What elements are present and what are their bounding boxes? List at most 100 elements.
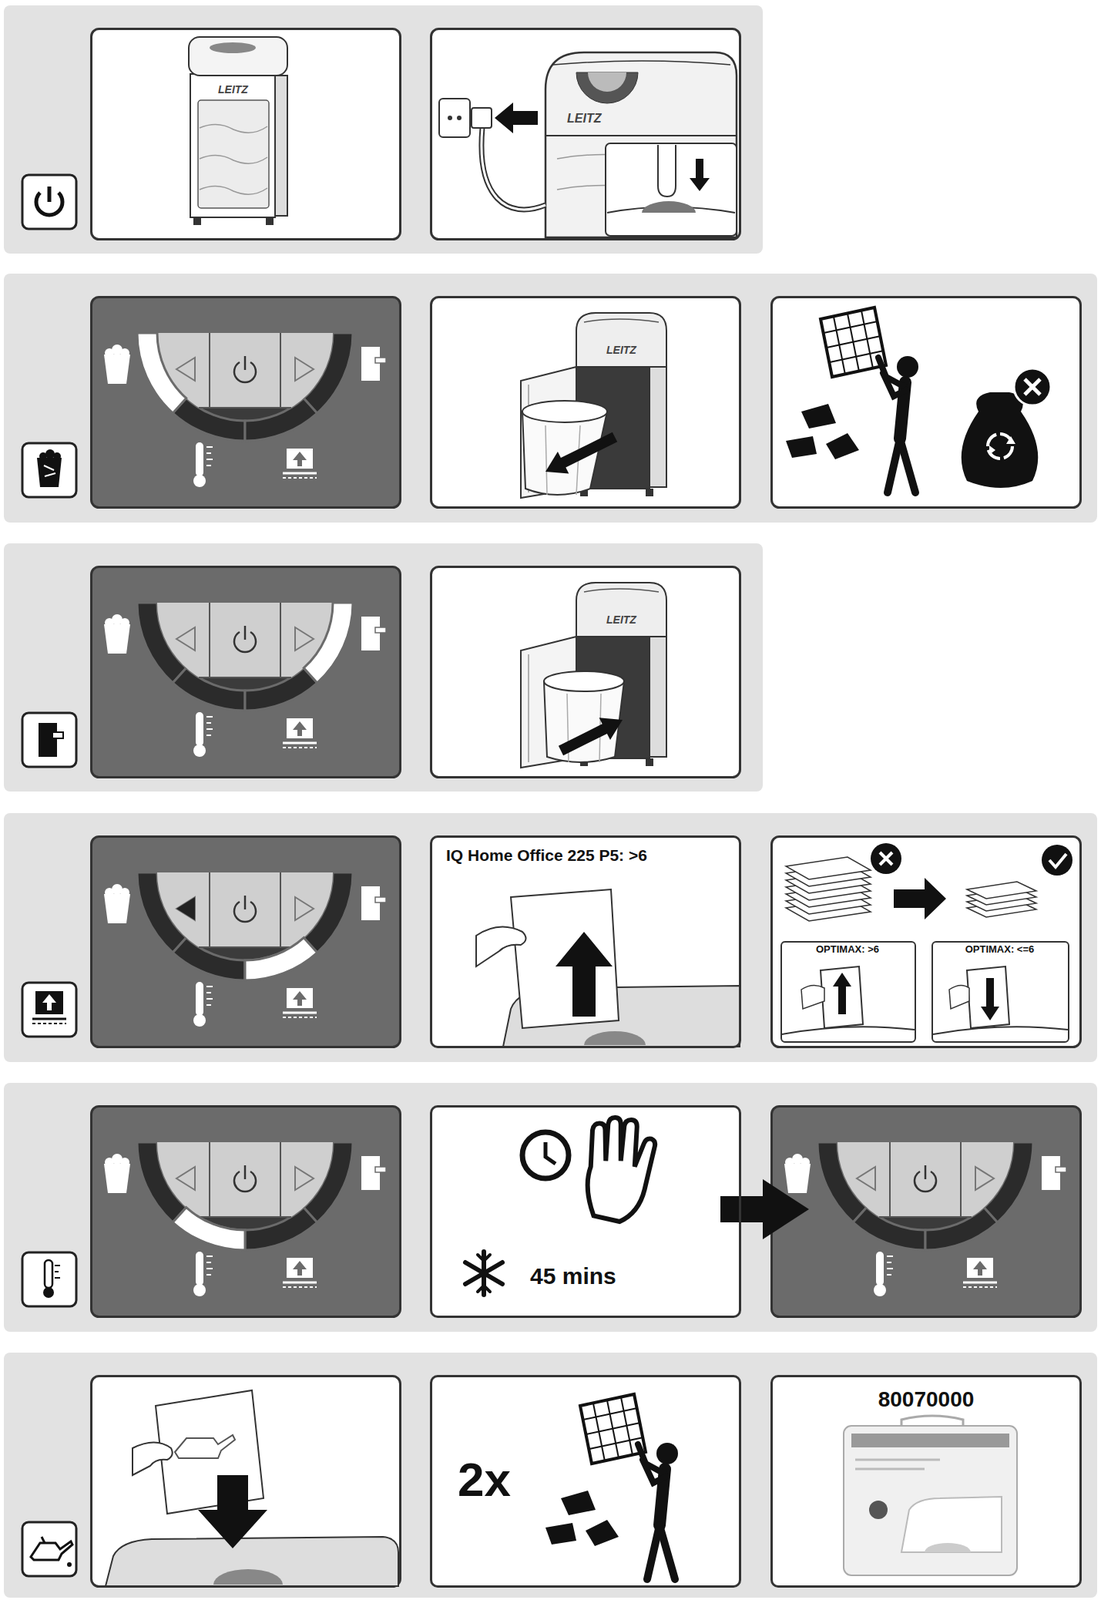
oil-sheet-product — [901, 1496, 1002, 1552]
door-open-panel — [91, 567, 401, 778]
insert-bin-panel — [645, 758, 654, 766]
remove-paper-illustration — [555, 931, 613, 1017]
cool-down-illustration — [465, 1262, 503, 1284]
remove-bin-panel — [576, 312, 667, 367]
remove-paper-illustration — [431, 836, 741, 1048]
power-on-panel — [641, 201, 696, 213]
optimax-panel — [966, 881, 1037, 899]
oil-sheet-product — [772, 1376, 1081, 1587]
optimax-panel — [870, 842, 902, 874]
model-note: IQ Home Office 225 P5: >6 — [429, 835, 742, 1048]
step-icon — [22, 174, 77, 1576]
row-background — [3, 5, 763, 254]
remove-bin-panel — [584, 318, 659, 323]
remove-paper-illustration — [476, 926, 527, 967]
step-icon — [36, 457, 62, 487]
remove-paper-illustration — [584, 1030, 646, 1045]
optimax-panel — [933, 1026, 1068, 1034]
step-icon — [54, 1270, 59, 1273]
repeat-illustration — [545, 1393, 679, 1579]
row-background — [3, 5, 1098, 1598]
oil-sheet-panel — [105, 1536, 399, 1586]
insert-bin-panel — [584, 588, 659, 592]
step-icon — [44, 473, 56, 477]
row-background — [3, 1352, 1098, 1598]
power-on-panel — [494, 102, 538, 134]
shredder-panel — [188, 36, 288, 76]
paper-jam-panel — [176, 896, 195, 920]
brand-label: LEITZ — [567, 112, 601, 125]
bin-full-panel — [91, 297, 401, 508]
optimax-panel — [893, 877, 947, 920]
optimax-panel — [879, 852, 893, 865]
shredder-panel — [91, 29, 401, 240]
power-on-panel — [553, 60, 731, 65]
oil-sheet-product — [855, 1467, 925, 1471]
remove-bin-panel — [545, 432, 618, 474]
step-icon — [30, 1540, 73, 1560]
remove-bin-panel — [649, 357, 667, 487]
cool-down-illustration — [431, 1106, 741, 1317]
step-icon — [43, 1286, 54, 1298]
optimax-panel — [832, 972, 852, 1014]
door-open-panel — [303, 602, 353, 683]
cool-down-illustration — [522, 1131, 569, 1179]
step-icon — [67, 1561, 72, 1567]
shredder-panel — [198, 100, 269, 209]
remove-bin-panel — [522, 400, 608, 423]
power-on-panel — [481, 127, 546, 210]
step-icon — [22, 982, 77, 1037]
oil-sheet-product — [924, 1542, 971, 1552]
insert-bin-panel — [576, 582, 667, 637]
power-on-panel — [481, 127, 546, 210]
power-on-panel — [545, 134, 737, 137]
repeat-illustration — [431, 1376, 741, 1587]
step-icon — [35, 990, 64, 1014]
power-on-panel — [605, 143, 737, 236]
remove-bin-panel — [431, 297, 741, 508]
remove-paper-illustration — [431, 836, 741, 1048]
step-icon — [42, 993, 57, 1011]
empty-bin-panel — [987, 433, 1013, 459]
oil-sheet-product — [855, 1458, 940, 1461]
cool-down-illustration — [587, 1117, 656, 1222]
empty-bin-panel — [989, 445, 996, 455]
shredder-panel — [193, 217, 202, 225]
insert-bin-panel — [527, 654, 530, 762]
shredder-panel — [199, 185, 268, 195]
insert-bin-panel — [431, 567, 741, 778]
remove-bin-panel — [522, 411, 608, 495]
cool-down-illustration — [431, 1106, 741, 1317]
oil-sheet-panel — [198, 1474, 268, 1548]
empty-bin-panel — [1024, 379, 1041, 395]
step-icon — [54, 1264, 61, 1266]
empty-bin-panel — [785, 307, 919, 493]
step-icon — [47, 186, 52, 202]
shredder-panel — [209, 42, 256, 54]
optimax-panel — [1041, 844, 1073, 876]
optimax-box: OPTIMAX: >6 — [780, 940, 917, 1043]
optimax-panel — [949, 984, 970, 1009]
shredder-panel — [199, 124, 268, 133]
row-background — [3, 812, 1098, 1062]
cool-down-illustration — [477, 1285, 491, 1292]
row-background — [3, 543, 763, 792]
overheat-panel — [172, 1207, 246, 1250]
step-icon — [44, 1259, 53, 1288]
step-icon — [53, 452, 61, 460]
paper-jam-panel — [91, 836, 401, 1048]
paper-jam-panel — [91, 836, 401, 1048]
cool-down-illustration — [465, 1251, 503, 1295]
empty-bin-panel — [772, 297, 1081, 508]
empty-bin-panel — [1013, 368, 1051, 406]
panel-text: OPTIMAX: >6 — [782, 943, 914, 956]
power-on-panel — [587, 72, 627, 92]
brand-label: LEITZ — [606, 344, 637, 356]
empty-bin-panel — [1006, 436, 1016, 444]
step-icon — [32, 1022, 67, 1024]
cool-down-illustration — [587, 1117, 656, 1222]
remove-bin-panel — [545, 425, 548, 495]
optimax-panel — [1049, 853, 1067, 867]
